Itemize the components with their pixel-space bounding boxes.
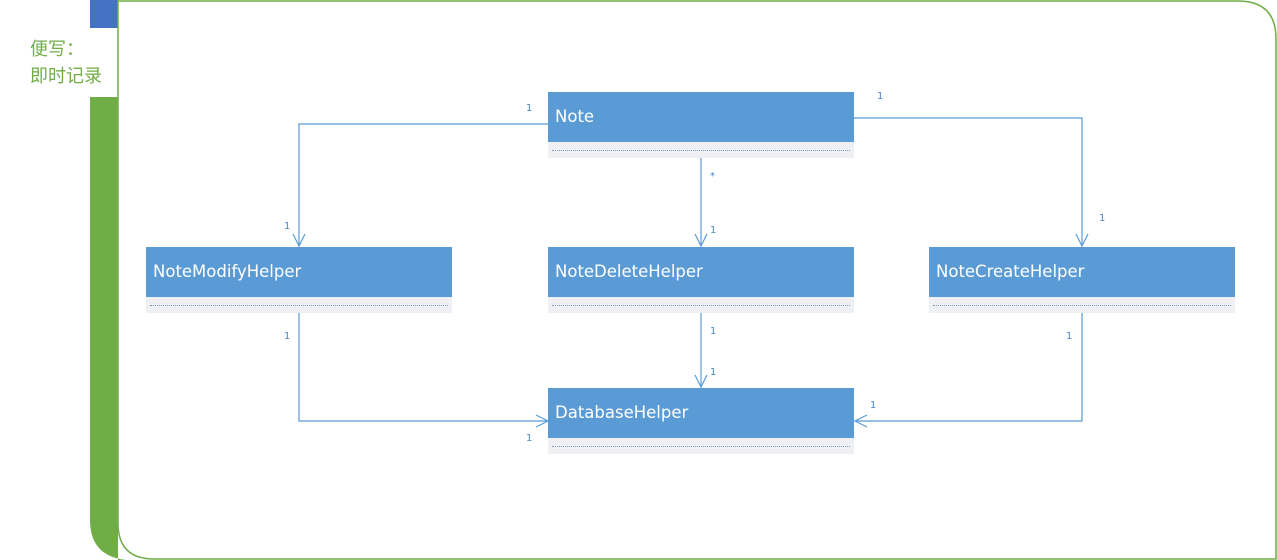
mult-modify-db-target: 1 [526, 433, 532, 444]
class-note-create-helper-name: NoteCreateHelper [929, 247, 1235, 297]
connector-note-modify [298, 123, 548, 246]
class-note-delete-helper[interactable]: NoteDeleteHelper [548, 247, 854, 313]
arrowhead-delete-db [694, 374, 708, 389]
connector-modify-db [298, 312, 548, 422]
connector-note-create [854, 117, 1083, 246]
mult-delete-db-source: 1 [710, 326, 716, 337]
mult-delete-db-target: 1 [710, 367, 716, 378]
class-note-create-helper[interactable]: NoteCreateHelper [929, 247, 1235, 313]
mult-note-modify-source: 1 [526, 103, 532, 114]
class-note-modify-helper-divider [150, 305, 448, 306]
class-note-modify-helper-name: NoteModifyHelper [146, 247, 452, 297]
slide-title-line-1: 便写： [30, 39, 84, 60]
blue-tab [90, 0, 118, 28]
class-note-create-helper-divider [933, 305, 1231, 306]
class-note-modify-helper[interactable]: NoteModifyHelper [146, 247, 452, 313]
arrowhead-note-modify [292, 233, 306, 248]
mult-create-db-target: 1 [870, 400, 876, 411]
green-side-bar [90, 97, 126, 560]
slide-title: 便写： 即时记录 [30, 36, 118, 90]
class-note-delete-helper-name: NoteDeleteHelper [548, 247, 854, 297]
mult-modify-db-source: 1 [284, 331, 290, 342]
mult-note-create-source: 1 [877, 91, 883, 102]
content-border [117, 0, 1277, 560]
class-note[interactable]: Note [548, 92, 854, 158]
class-database-helper-name: DatabaseHelper [548, 388, 854, 438]
arrowhead-create-db [853, 414, 868, 428]
class-note-delete-helper-divider [552, 305, 850, 306]
mult-note-delete-source: * [710, 171, 715, 182]
class-note-name: Note [548, 92, 854, 142]
mult-create-db-source: 1 [1066, 331, 1072, 342]
slide-title-line-2: 即时记录 [30, 66, 102, 87]
arrowhead-note-create [1075, 233, 1089, 248]
mult-note-delete-target: 1 [710, 225, 716, 236]
class-database-helper-divider [552, 446, 850, 447]
mult-note-create-target: 1 [1099, 213, 1105, 224]
class-database-helper[interactable]: DatabaseHelper [548, 388, 854, 454]
arrowhead-note-delete [694, 233, 708, 248]
class-note-divider [552, 150, 850, 151]
mult-note-modify-target: 1 [284, 221, 290, 232]
connector-create-db [855, 312, 1083, 422]
